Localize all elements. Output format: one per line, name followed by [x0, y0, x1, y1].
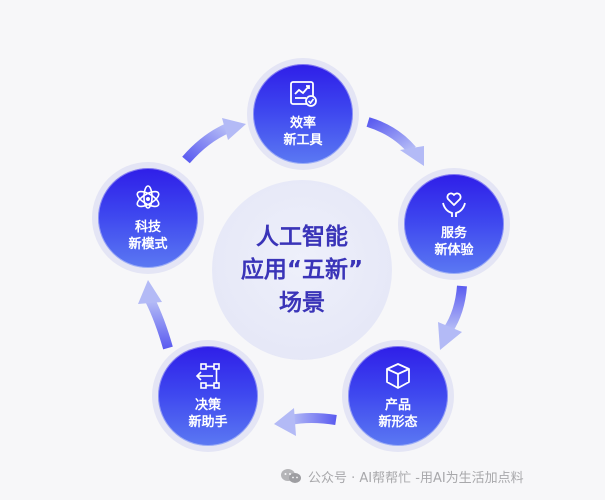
footer-text: 公众号 · AI帮帮忙 -用AI为生活加点料: [308, 470, 524, 486]
arrow-tech-to-efficiency: [182, 118, 246, 164]
node-efficiency-line2: 新工具: [283, 133, 323, 148]
cube-icon: [386, 363, 410, 389]
node-product-line2: 新形态: [378, 415, 418, 430]
arrow-efficiency-to-service: [366, 117, 424, 166]
center-title-line-2: 应用“五新”: [240, 256, 364, 283]
node-efficiency-line1: 效率: [289, 116, 316, 131]
center-title-line-3: 场景: [279, 289, 325, 316]
node-decision: 决策 新助手: [152, 340, 264, 452]
node-efficiency: 效率 新工具: [247, 58, 359, 170]
center-title-line-1: 人工智能: [256, 223, 348, 250]
chart-check-icon: [290, 81, 317, 107]
heart-hands-icon: [442, 192, 466, 217]
node-decision-line1: 决策: [194, 398, 221, 413]
arrow-service-to-product: [438, 285, 467, 350]
node-product: 产品 新形态: [342, 340, 454, 452]
footer-watermark: 公众号 · AI帮帮忙 -用AI为生活加点料: [280, 466, 524, 486]
arrow-product-to-decision: [274, 408, 337, 436]
node-decision-line2: 新助手: [188, 415, 228, 430]
wechat-icon: [281, 469, 301, 483]
node-tech: 科技 新模式: [92, 162, 204, 274]
node-tech-line1: 科技: [134, 220, 161, 235]
atom-icon: [136, 185, 160, 209]
node-service-line2: 新体验: [434, 243, 474, 258]
node-service: 服务 新体验: [398, 168, 510, 280]
node-tech-line2: 新模式: [128, 237, 168, 252]
node-product-line1: 产品: [384, 398, 411, 413]
node-service-line1: 服务: [440, 226, 467, 241]
flow-nodes-icon: [195, 363, 220, 389]
arrow-decision-to-tech: [138, 280, 173, 350]
center-title-circle: 人工智能 应用“五新” 场景: [212, 180, 392, 360]
